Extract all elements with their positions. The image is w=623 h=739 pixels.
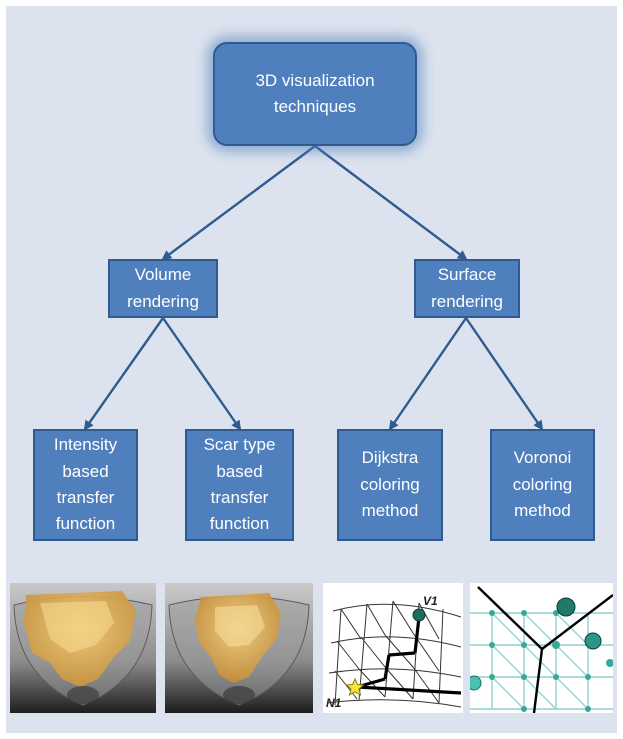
scar-type-transfer-label: Scar type based transfer function xyxy=(203,435,276,534)
surface-rendering-node: Surface rendering xyxy=(414,259,520,318)
arrow-root-to-volume xyxy=(161,145,316,261)
dijkstra-coloring-label: Dijkstra coloring method xyxy=(360,448,420,521)
intensity-transfer-label: Intensity based transfer function xyxy=(53,435,118,534)
arrow-surface-to-dijkstra xyxy=(388,317,467,431)
dijkstra-mesh-thumbnail: V1 N1 xyxy=(323,583,463,713)
scar-type-render-thumbnail xyxy=(165,583,313,713)
root-node: 3D visualization techniques xyxy=(213,42,417,146)
surface-rendering-label: Surface rendering xyxy=(431,265,503,311)
root-node-label: 3D visualization techniques xyxy=(255,70,375,116)
arrow-volume-to-intensity xyxy=(83,317,164,431)
voronoi-coloring-label: Voronoi coloring method xyxy=(512,448,573,521)
intensity-render-thumbnail xyxy=(10,583,156,713)
voronoi-coloring-node: Voronoi coloring method xyxy=(490,429,595,541)
dijkstra-coloring-node: Dijkstra coloring method xyxy=(337,429,443,541)
intensity-transfer-node: Intensity based transfer function xyxy=(33,429,138,541)
volume-rendering-node: Volume rendering xyxy=(108,259,218,318)
arrow-volume-to-scar xyxy=(162,317,242,431)
scar-type-transfer-node: Scar type based transfer function xyxy=(185,429,294,541)
volume-rendering-label: Volume rendering xyxy=(127,265,199,311)
arrow-surface-to-voronoi xyxy=(465,317,544,431)
n1-label: N1 xyxy=(326,696,342,710)
arrow-root-to-surface xyxy=(314,145,468,261)
voronoi-mesh-thumbnail xyxy=(470,583,613,713)
v1-label: V1 xyxy=(423,594,438,608)
